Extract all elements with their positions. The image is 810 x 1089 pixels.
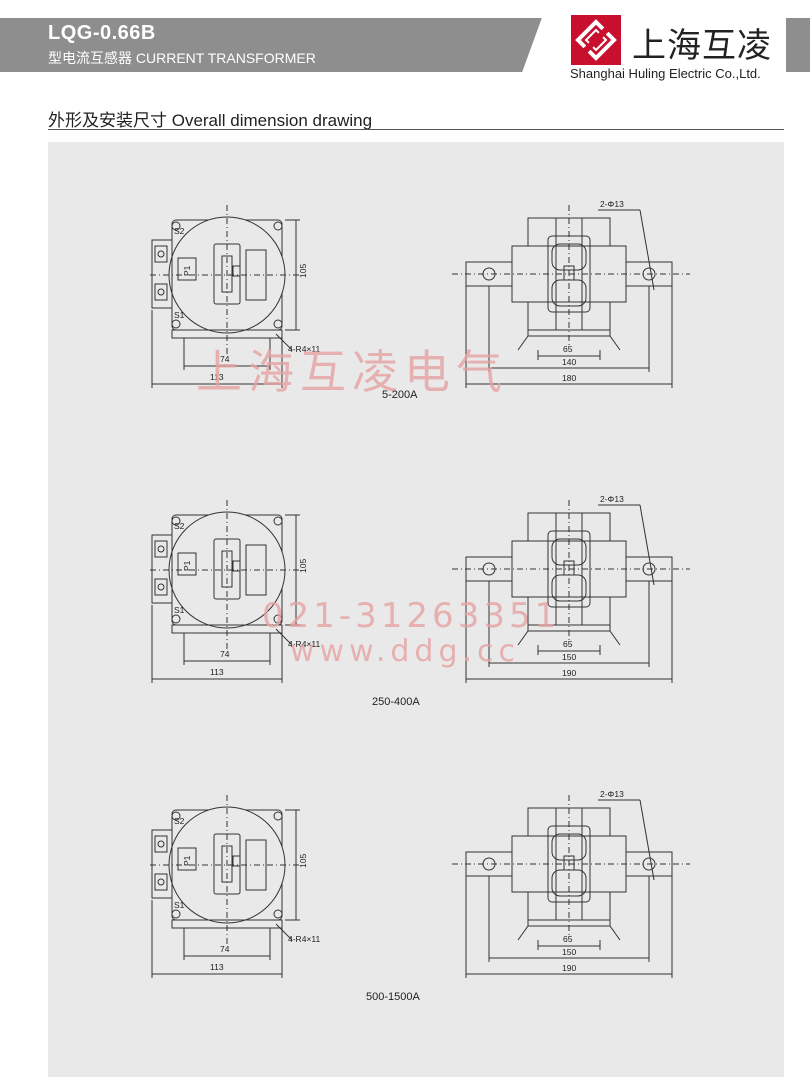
p1-label: P1 [182,560,192,571]
dim-74: 74 [220,354,230,364]
s1-label: S1 [174,900,185,910]
s1-label: S1 [174,310,185,320]
company-name-en: Shanghai Huling Electric Co.,Ltd. [570,66,761,81]
dim-113: 113 [210,667,224,677]
product-subtitle: 型电流互感器 CURRENT TRANSFORMER [48,50,316,66]
dim-74: 74 [220,649,230,659]
watermark-phone: 021-31263351 [262,596,561,636]
dim-150: 150 [562,947,576,957]
caption-row-1: 5-200A [382,389,418,401]
drawing-panel [48,142,784,1077]
dim-65: 65 [563,344,573,354]
dim-74: 74 [220,944,230,954]
watermark-company: 上海互凌电气 [196,345,508,399]
dim-113: 113 [210,962,224,972]
dim-slot: 4-R4×11 [288,934,320,944]
company-logo-icon [571,15,621,65]
dim-holes: 2-Φ13 [600,494,624,504]
p1-label: P1 [182,265,192,276]
dim-65: 65 [563,639,573,649]
dim-height: 105 [298,559,308,573]
dim-slot: 4-R4×11 [288,344,320,354]
s2-label: S2 [174,816,185,826]
dim-height: 105 [298,854,308,868]
watermark-site: www.ddg.cc [290,634,521,669]
drawing-row-3 [149,794,691,979]
dim-150: 150 [562,652,576,662]
dim-slot: 4-R4×11 [288,639,320,649]
dim-holes: 2-Φ13 [600,199,624,209]
dim-140: 140 [562,357,576,367]
p1-label: P1 [182,855,192,866]
dim-height: 105 [298,264,308,278]
s1-label: S1 [174,605,185,615]
dim-190: 190 [562,963,576,973]
dim-65: 65 [563,934,573,944]
company-name-cn: 上海互凌 [632,26,772,66]
caption-row-2: 250-400A [372,696,420,708]
section-title: 外形及安装尺寸 Overall dimension drawing [48,111,373,130]
section-divider [48,129,784,130]
dim-holes: 2-Φ13 [600,789,624,799]
caption-row-3: 500-1500A [366,991,420,1003]
dim-113: 113 [210,372,224,382]
dim-190: 190 [562,668,576,678]
dim-180: 180 [562,373,576,383]
s2-label: S2 [174,521,185,531]
product-title: LQG-0.66B [48,22,156,44]
s2-label: S2 [174,226,185,236]
